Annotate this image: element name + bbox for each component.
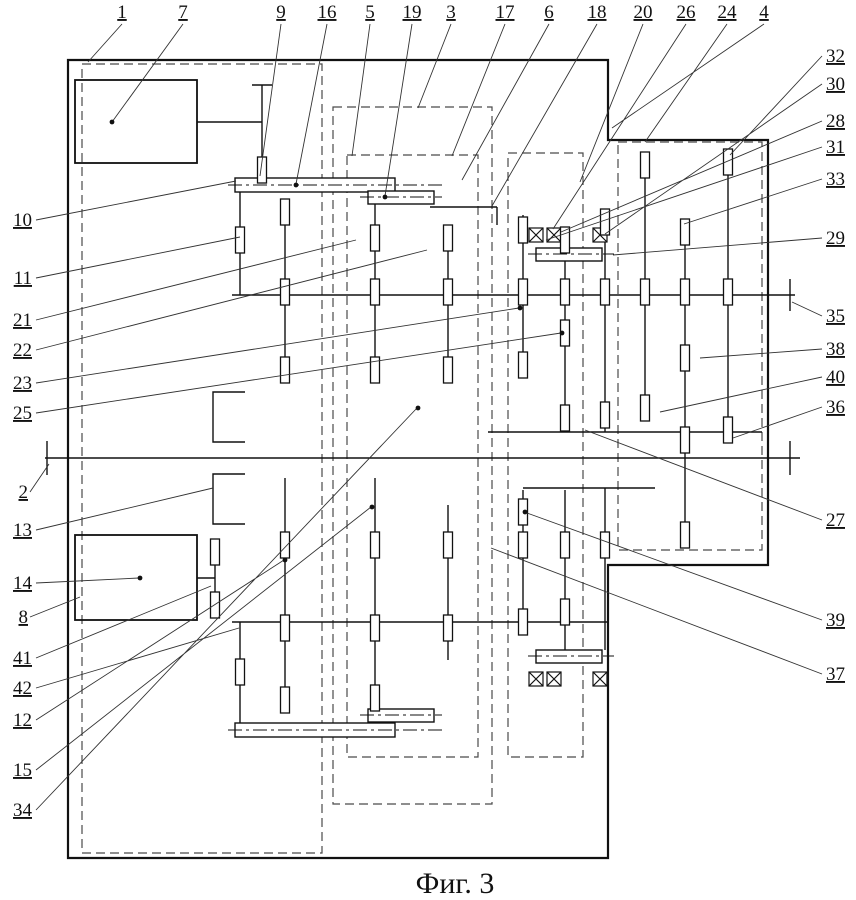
label-42: 42 bbox=[13, 678, 32, 699]
label-33: 33 bbox=[826, 169, 845, 190]
label-26: 26 bbox=[677, 2, 696, 23]
label-28: 28 bbox=[826, 111, 845, 132]
label-16: 16 bbox=[318, 2, 337, 23]
label-36: 36 bbox=[826, 397, 845, 418]
label-32: 32 bbox=[826, 46, 845, 67]
engine-block-upper bbox=[74, 79, 198, 164]
label-18: 18 bbox=[588, 2, 607, 23]
label-7: 7 bbox=[178, 2, 188, 23]
label-39: 39 bbox=[826, 610, 845, 631]
label-1: 1 bbox=[117, 2, 127, 23]
label-35: 35 bbox=[826, 306, 845, 327]
engine-block-lower bbox=[74, 534, 198, 621]
figure-caption: Фиг. 3 bbox=[416, 867, 495, 900]
label-30: 30 bbox=[826, 74, 845, 95]
label-14: 14 bbox=[13, 573, 33, 594]
label-40: 40 bbox=[826, 367, 845, 388]
label-25: 25 bbox=[13, 403, 32, 424]
structure-group bbox=[66, 58, 770, 860]
label-29: 29 bbox=[826, 228, 845, 249]
centerlines-group bbox=[228, 184, 614, 731]
brake-brackets bbox=[212, 391, 245, 525]
label-20: 20 bbox=[634, 2, 653, 23]
label-2: 2 bbox=[19, 482, 29, 503]
label-13: 13 bbox=[13, 520, 32, 541]
label-21: 21 bbox=[13, 310, 32, 331]
label-8: 8 bbox=[19, 607, 29, 628]
housing-outline bbox=[66, 58, 770, 860]
label-34: 34 bbox=[13, 800, 33, 821]
shafts-group bbox=[45, 84, 800, 723]
gears-group bbox=[209, 148, 734, 714]
label-41: 41 bbox=[13, 648, 32, 669]
label-31: 31 bbox=[826, 137, 845, 158]
label-6: 6 bbox=[544, 2, 554, 23]
label-15: 15 bbox=[13, 760, 32, 781]
labels-group: 1 7 9 16 5 19 3 17 6 18 20 26 24 4 32 30… bbox=[13, 2, 845, 821]
label-10: 10 bbox=[13, 210, 32, 231]
leader-lines-group bbox=[29, 23, 823, 811]
label-23: 23 bbox=[13, 373, 32, 394]
junction-dots-group bbox=[109, 119, 565, 581]
label-37: 37 bbox=[826, 664, 845, 685]
label-4: 4 bbox=[759, 2, 769, 23]
label-11: 11 bbox=[14, 268, 32, 289]
label-27: 27 bbox=[826, 510, 845, 531]
label-19: 19 bbox=[403, 2, 422, 23]
label-38: 38 bbox=[826, 339, 845, 360]
label-9: 9 bbox=[276, 2, 286, 23]
label-12: 12 bbox=[13, 710, 32, 731]
label-5: 5 bbox=[365, 2, 375, 23]
label-3: 3 bbox=[446, 2, 456, 23]
label-17: 17 bbox=[496, 2, 515, 23]
label-22: 22 bbox=[13, 340, 32, 361]
label-24: 24 bbox=[718, 2, 738, 23]
